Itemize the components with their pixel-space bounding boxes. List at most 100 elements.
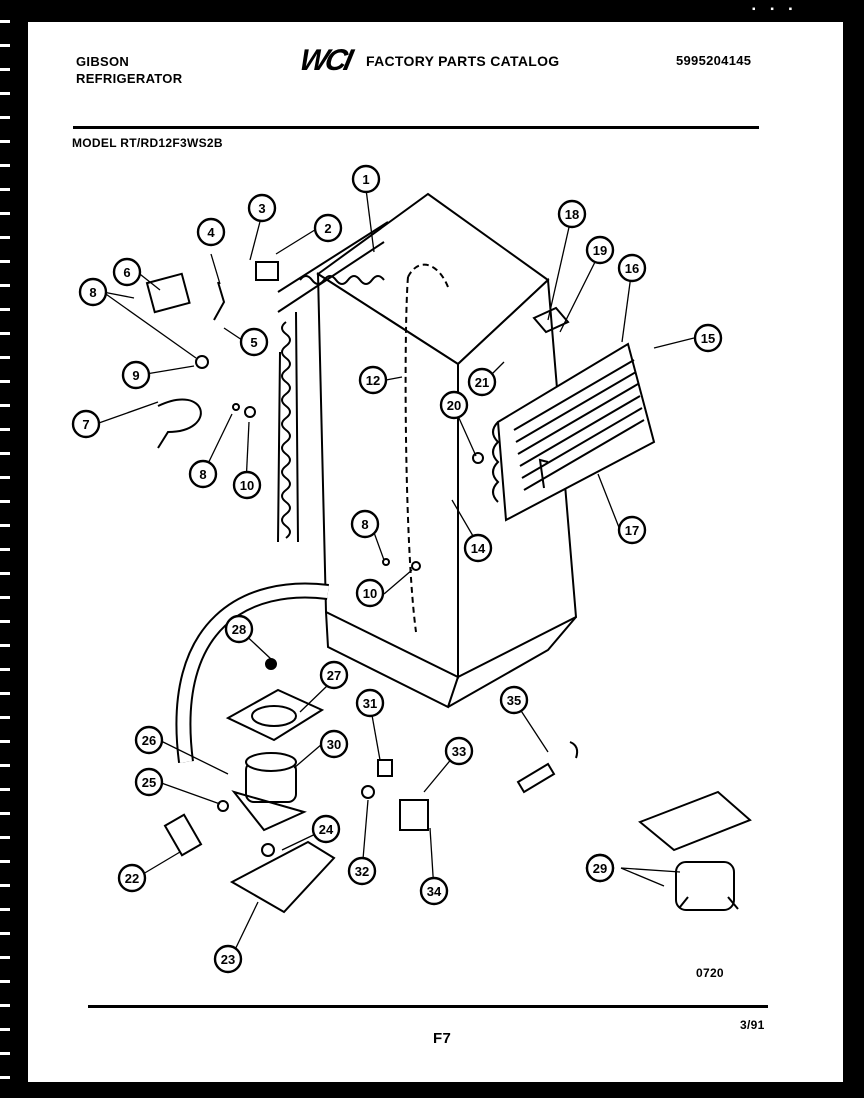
binder-hole [0, 500, 10, 503]
callout-31: 31 [355, 688, 385, 718]
spare-compressor [638, 790, 752, 911]
callout-27: 27 [319, 660, 349, 690]
callout-circle [239, 327, 269, 357]
callout-32: 32 [347, 856, 377, 886]
callout-markers: 1234567891012810141516171819202122232425… [71, 164, 723, 974]
callout-4: 4 [196, 217, 226, 247]
callout-circle [196, 217, 226, 247]
binder-hole [0, 836, 10, 839]
callout-label: 3 [258, 201, 265, 216]
callout-18: 18 [557, 199, 587, 229]
callout-circle [585, 853, 615, 883]
product-type: REFRIGERATOR [76, 71, 183, 86]
callout-23: 23 [213, 944, 243, 974]
binder-hole [0, 1052, 10, 1055]
binder-hole [0, 548, 10, 551]
binder-hole [0, 236, 10, 239]
brand-name: GIBSON [76, 54, 130, 69]
callout-17: 17 [617, 515, 647, 545]
binder-hole [0, 308, 10, 311]
callout-label: 26 [142, 733, 156, 748]
binder-hole [0, 332, 10, 335]
callout-circle [444, 736, 474, 766]
condenser-coil [277, 221, 389, 543]
binder-hole [0, 380, 10, 383]
callout-29: 29 [585, 853, 615, 883]
callout-label: 17 [625, 523, 639, 538]
binder-hole [0, 164, 10, 167]
callout-9: 9 [121, 360, 151, 390]
callout-label: 4 [207, 225, 215, 240]
binder-hole [0, 644, 10, 647]
callout-circle [71, 409, 101, 439]
callout-circle [463, 533, 493, 563]
callout-28: 28 [224, 614, 254, 644]
callout-circle [311, 814, 341, 844]
binder-hole [0, 404, 10, 407]
callout-circle [419, 876, 449, 906]
callout-circle [78, 277, 108, 307]
evaporator [492, 342, 656, 522]
callout-label: 24 [319, 822, 334, 837]
callout-label: 34 [427, 884, 442, 899]
callout-12: 12 [358, 365, 388, 395]
callout-label: 16 [625, 261, 639, 276]
callout-circle [117, 863, 147, 893]
binder-hole [0, 908, 10, 911]
callout-circle [134, 767, 164, 797]
binder-hole [0, 788, 10, 791]
catalog-title: FACTORY PARTS CATALOG [366, 53, 560, 69]
catalog-page: GIBSON REFRIGERATOR WCI FACTORY PARTS CA… [28, 22, 843, 1082]
binder-hole [0, 740, 10, 743]
binder-hole [0, 692, 10, 695]
binder-hole [0, 860, 10, 863]
catalog-part-number: 5995204145 [676, 53, 752, 68]
callout-circle [585, 235, 615, 265]
callout-circle [557, 199, 587, 229]
binder-hole [0, 44, 10, 47]
callout-circle [355, 688, 385, 718]
binder-edge [0, 0, 14, 1098]
binder-hole [0, 764, 10, 767]
small-parts [145, 261, 579, 857]
callout-label: 29 [593, 861, 607, 876]
binder-hole [0, 668, 10, 671]
binder-hole [0, 212, 10, 215]
binder-hole [0, 452, 10, 455]
binder-hole [0, 116, 10, 119]
callout-circle [617, 515, 647, 545]
binder-hole [0, 188, 10, 191]
binder-hole [0, 980, 10, 983]
binder-hole [0, 572, 10, 575]
callout-14: 14 [463, 533, 493, 563]
callout-8: 8 [350, 509, 380, 539]
callout-label: 19 [593, 243, 607, 258]
callout-circle [347, 856, 377, 886]
callout-circle [224, 614, 254, 644]
callout-circle [693, 323, 723, 353]
callout-label: 15 [701, 331, 715, 346]
callout-circle [319, 660, 349, 690]
callout-26: 26 [134, 725, 164, 755]
callout-label: 9 [132, 368, 139, 383]
callout-2: 2 [313, 213, 343, 243]
brand-block: GIBSON REFRIGERATOR [76, 53, 182, 87]
callout-label: 21 [475, 375, 489, 390]
binder-hole [0, 1076, 10, 1079]
callout-19: 19 [585, 235, 615, 265]
callout-circle [112, 257, 142, 287]
callout-label: 18 [565, 207, 579, 222]
callout-6: 6 [112, 257, 142, 287]
model-number: MODEL RT/RD12F3WS2B [72, 136, 223, 150]
callout-label: 28 [232, 622, 246, 637]
callout-8: 8 [188, 459, 218, 489]
callout-label: 10 [363, 586, 377, 601]
callout-label: 14 [471, 541, 486, 556]
callout-1: 1 [351, 164, 381, 194]
callout-8: 8 [78, 277, 108, 307]
binder-hole [0, 1004, 10, 1007]
page-number: F7 [433, 1030, 452, 1047]
callout-label: 5 [250, 335, 257, 350]
callout-circle [350, 509, 380, 539]
callout-3: 3 [247, 193, 277, 223]
